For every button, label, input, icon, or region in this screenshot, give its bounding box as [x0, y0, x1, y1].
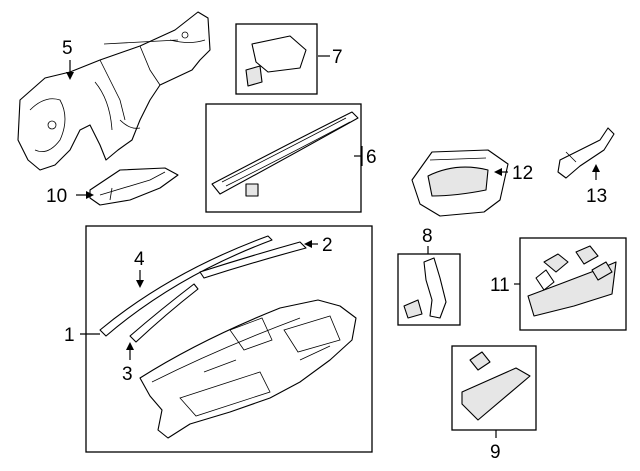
part-1-instrument-panel — [139, 299, 357, 439]
callout-labels: 5 7 6 10 12 13 2 4 8 11 1 3 9 — [46, 38, 607, 463]
leader-lines — [66, 55, 600, 438]
part-13-mounting-bracket — [557, 127, 615, 179]
callout-1: 1 — [64, 325, 75, 346]
part-2-defroster-nozzle-strip — [199, 241, 307, 279]
part-6-defroster-grille — [211, 111, 359, 197]
part-6-box — [205, 103, 362, 213]
part-7-box — [235, 23, 318, 95]
callout-4: 4 — [134, 249, 145, 270]
callout-3: 3 — [122, 364, 133, 385]
part-1-box — [85, 225, 373, 453]
part-8-box — [397, 253, 461, 326]
part-7-speaker-cover — [245, 35, 307, 87]
callout-9: 9 — [490, 442, 501, 463]
part-9-box — [451, 345, 537, 431]
part-12-cluster-bezel — [411, 149, 509, 217]
callout-11: 11 — [490, 275, 510, 296]
callout-2: 2 — [322, 235, 333, 256]
part-11-glove-box-assembly — [527, 245, 617, 317]
callout-8: 8 — [422, 226, 433, 247]
callout-10: 10 — [46, 186, 67, 207]
part-3-center-trim-strip — [129, 283, 199, 343]
callout-13: 13 — [586, 186, 607, 207]
part-8-side-cover — [403, 257, 447, 319]
part-10-support-bracket — [89, 167, 179, 206]
callout-6: 6 — [366, 147, 377, 168]
callout-5: 5 — [62, 38, 73, 59]
part-5-reinforcement-beam — [17, 11, 211, 171]
part-9-lower-panel — [461, 351, 531, 421]
callout-7: 7 — [332, 47, 343, 68]
part-4-upper-trim-strip — [99, 235, 273, 337]
callout-12: 12 — [512, 163, 533, 184]
